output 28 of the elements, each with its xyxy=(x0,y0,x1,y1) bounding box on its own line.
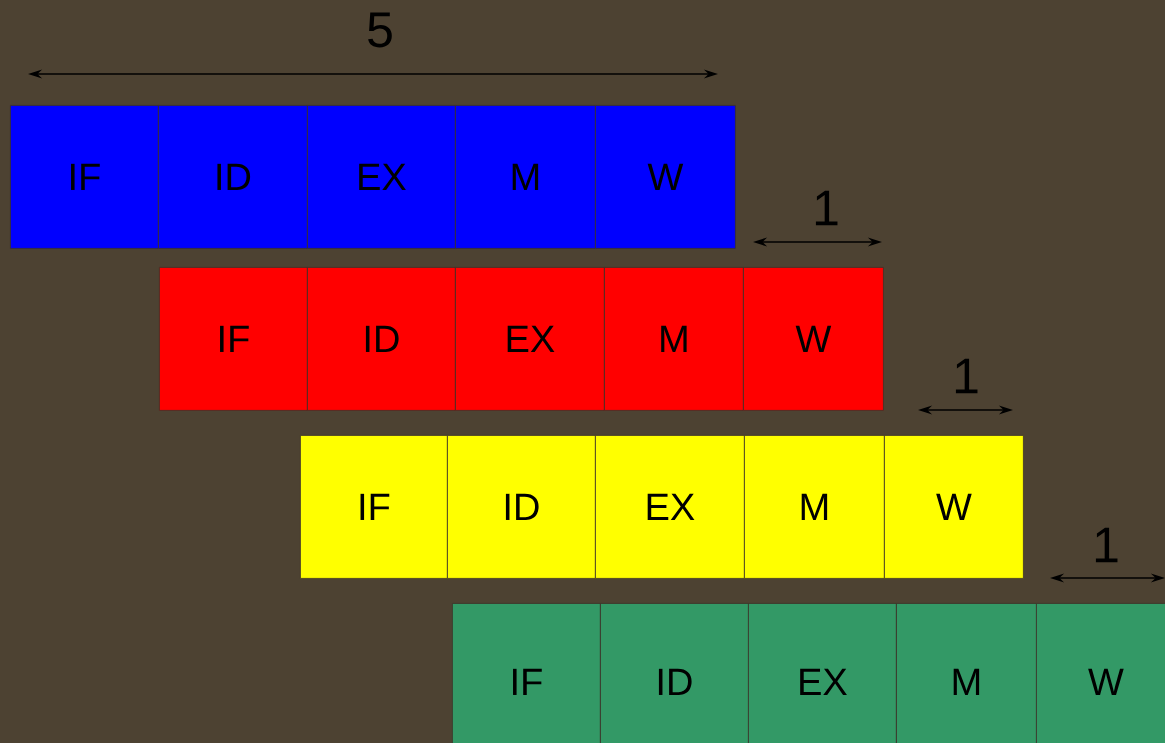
stage-cell: M xyxy=(455,105,596,249)
node-label: W xyxy=(1088,668,1124,695)
dimension-label: 5 xyxy=(368,12,392,48)
stage-cell: IF xyxy=(452,603,601,743)
stage-cell: EX xyxy=(748,603,897,743)
node-label: EX xyxy=(800,668,847,695)
stage-cell: ID xyxy=(307,267,456,411)
stage-cell: M xyxy=(896,603,1037,743)
stage-cell: IF xyxy=(10,105,159,249)
stage-cell: EX xyxy=(595,435,745,579)
stage-cell: ID xyxy=(447,435,596,579)
stage-cell: W xyxy=(743,267,884,411)
stage-cell: W xyxy=(884,435,1024,579)
stage-cell: M xyxy=(604,267,744,411)
dimension-label: 1 xyxy=(815,190,838,226)
stage-cell: IF xyxy=(159,267,308,411)
stage-cell: ID xyxy=(158,105,308,249)
stage-cell: W xyxy=(595,105,736,249)
dimension-label: 1 xyxy=(1095,527,1118,563)
node-label: M xyxy=(953,668,980,695)
stage-cell: EX xyxy=(455,267,605,411)
node-label: ID xyxy=(658,668,692,695)
dimension-label: 1 xyxy=(955,358,978,394)
stage-cell: M xyxy=(744,435,885,579)
stage-cell: W xyxy=(1036,603,1165,743)
stage-cell: EX xyxy=(307,105,456,249)
stage-cell: ID xyxy=(600,603,749,743)
stage-cell: IF xyxy=(300,435,448,579)
